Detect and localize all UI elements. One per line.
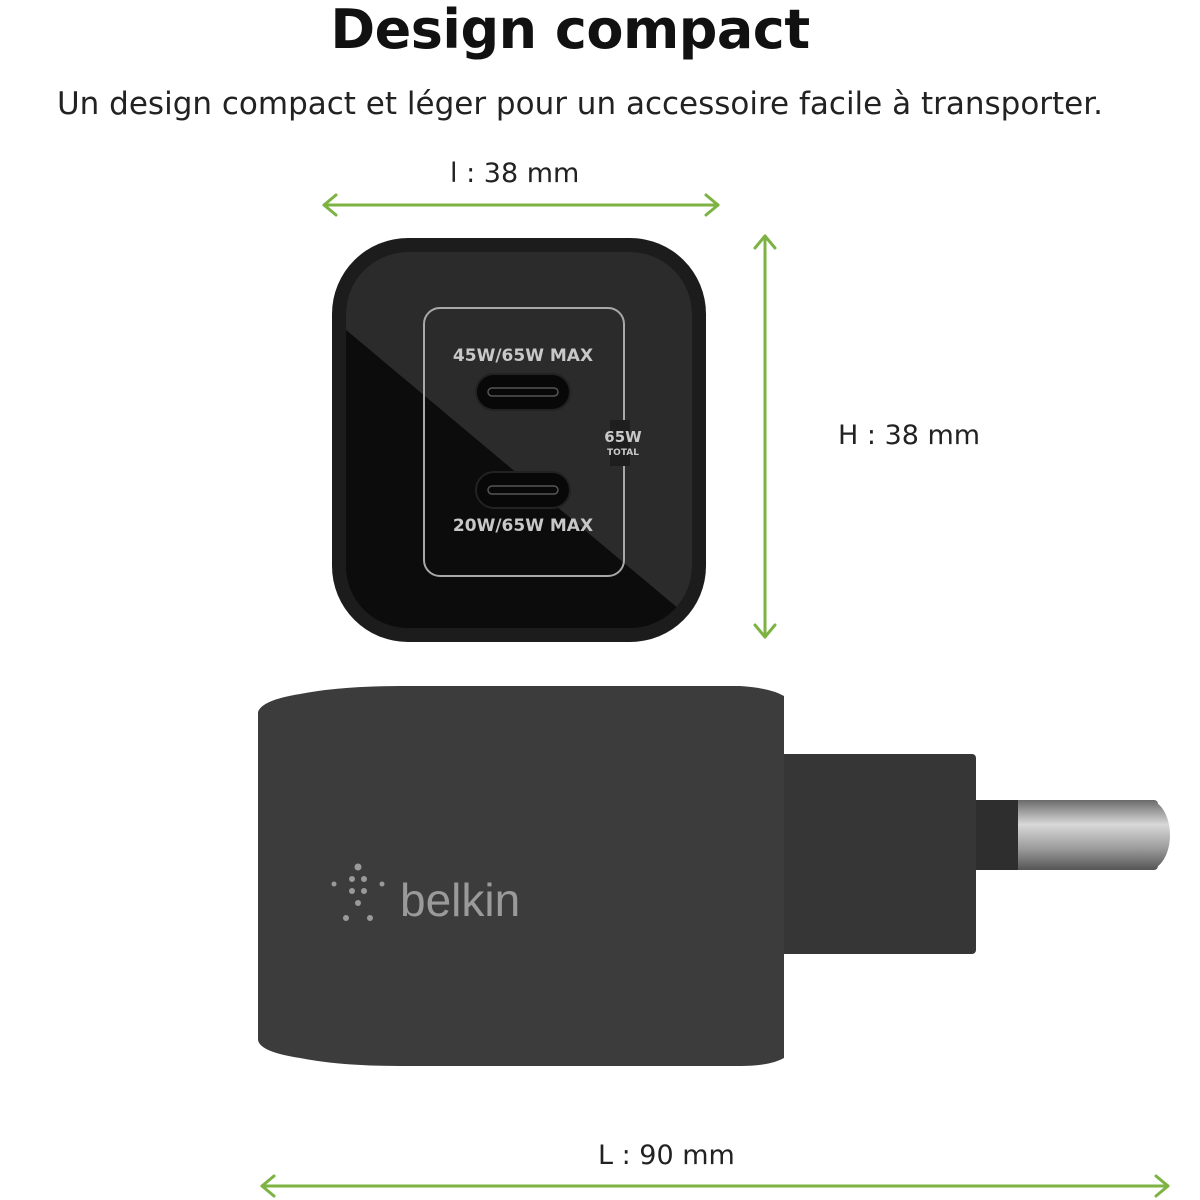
charger-side-view: belkin xyxy=(258,686,1170,1066)
port1-label: 45W/65W MAX xyxy=(453,346,593,366)
belkin-logo-icon xyxy=(331,863,385,921)
charger-body xyxy=(258,686,784,1066)
page-subtitle: Un design compact et léger pour un acces… xyxy=(56,86,1104,122)
height-arrow xyxy=(753,234,777,639)
charger-front-view: 45W/65W MAX 20W/65W MAX 65W TOTAL xyxy=(332,238,706,642)
height-label: H : 38 mm xyxy=(838,420,981,451)
total-label: TOTAL xyxy=(607,448,639,458)
width-label: l : 38 mm xyxy=(450,158,580,189)
total-watts: 65W xyxy=(604,428,642,446)
plug-base xyxy=(780,754,976,954)
usb-c-port-1 xyxy=(475,373,571,411)
page-title: Design compact xyxy=(330,0,810,61)
port2-label: 20W/65W MAX xyxy=(453,516,593,536)
usb-c-port-2 xyxy=(475,471,571,509)
length-label: L : 90 mm xyxy=(598,1140,735,1171)
width-arrow xyxy=(322,193,720,217)
length-arrow xyxy=(260,1174,1170,1198)
brand-logo-text: belkin xyxy=(400,874,520,926)
